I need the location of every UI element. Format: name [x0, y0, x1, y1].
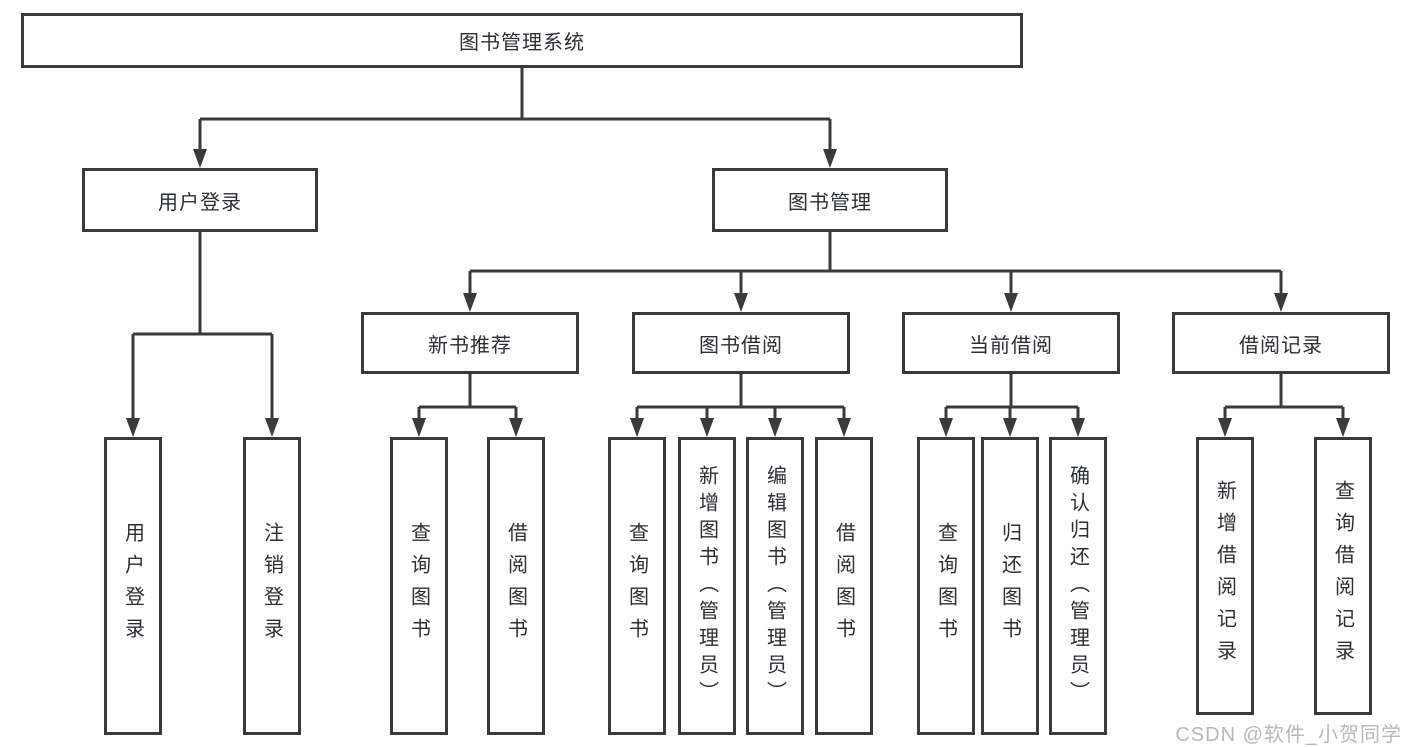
arrowheads [126, 149, 1350, 437]
leaf-logout: 注销登录 [243, 437, 301, 735]
node-book-borrowing: 图书借阅 [632, 312, 850, 374]
leaf-confirm-return-admin: 确认归还（管理员） [1049, 437, 1107, 735]
node-borrowing-records: 借阅记录 [1172, 312, 1390, 374]
leaf-query-books-borrowing: 查询图书 [608, 437, 666, 735]
leaf-add-borrow-record: 新增借阅记录 [1196, 437, 1254, 715]
leaf-return-books: 归还图书 [981, 437, 1039, 735]
node-book-management: 图书管理 [712, 168, 948, 232]
node-new-book-recommend: 新书推荐 [361, 312, 579, 374]
node-user-login: 用户登录 [82, 168, 318, 232]
node-current-borrowing: 当前借阅 [902, 312, 1120, 374]
csdn-watermark: CSDN @软件_小贺同学 [1175, 724, 1402, 746]
leaf-edit-books-admin: 编辑图书（管理员） [746, 437, 804, 735]
leaf-user-login: 用户登录 [104, 437, 162, 735]
leaf-borrow-books-recommend: 借阅图书 [487, 437, 545, 735]
leaf-query-books-current: 查询图书 [917, 437, 975, 735]
leaf-add-books-admin: 新增图书（管理员） [678, 437, 736, 735]
leaf-query-books-recommend: 查询图书 [390, 437, 448, 735]
leaf-query-borrow-record: 查询借阅记录 [1314, 437, 1372, 715]
node-root-system: 图书管理系统 [21, 13, 1023, 68]
leaf-borrow-books: 借阅图书 [815, 437, 873, 735]
